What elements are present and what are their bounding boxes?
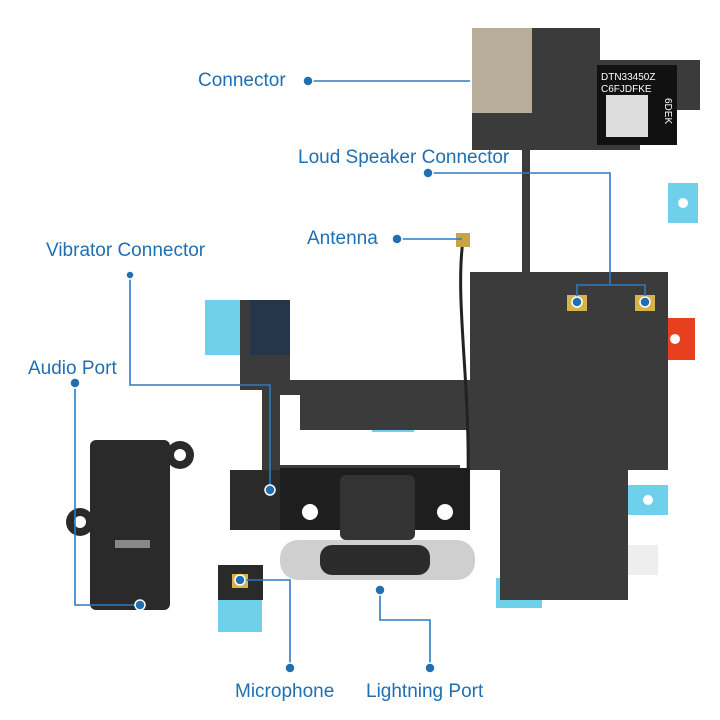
label-antenna: Antenna bbox=[307, 228, 378, 249]
sticker-line2: C6FJDFKE bbox=[601, 84, 652, 95]
antenna-connector bbox=[456, 233, 470, 247]
lightning-port bbox=[230, 468, 475, 580]
connector-pad bbox=[472, 28, 532, 113]
sticker-line3: 6DEK bbox=[662, 98, 673, 124]
label-loud-speaker-connector: Loud Speaker Connector bbox=[298, 147, 510, 168]
flex-cable bbox=[240, 28, 700, 600]
sticker-line1: DTN33450Z bbox=[601, 72, 655, 83]
serial-sticker: DTN33450Z C6FJDFKE 6DEK bbox=[597, 65, 677, 145]
antenna-wire bbox=[459, 239, 470, 481]
label-lightning-port: Lightning Port bbox=[366, 681, 484, 702]
audio-port bbox=[66, 440, 194, 610]
label-vibrator-connector: Vibrator Connector bbox=[46, 240, 206, 261]
label-audio-port: Audio Port bbox=[28, 358, 117, 379]
leader-dots bbox=[69, 75, 651, 674]
label-connector: Connector bbox=[198, 70, 286, 91]
label-microphone: Microphone bbox=[235, 681, 334, 702]
